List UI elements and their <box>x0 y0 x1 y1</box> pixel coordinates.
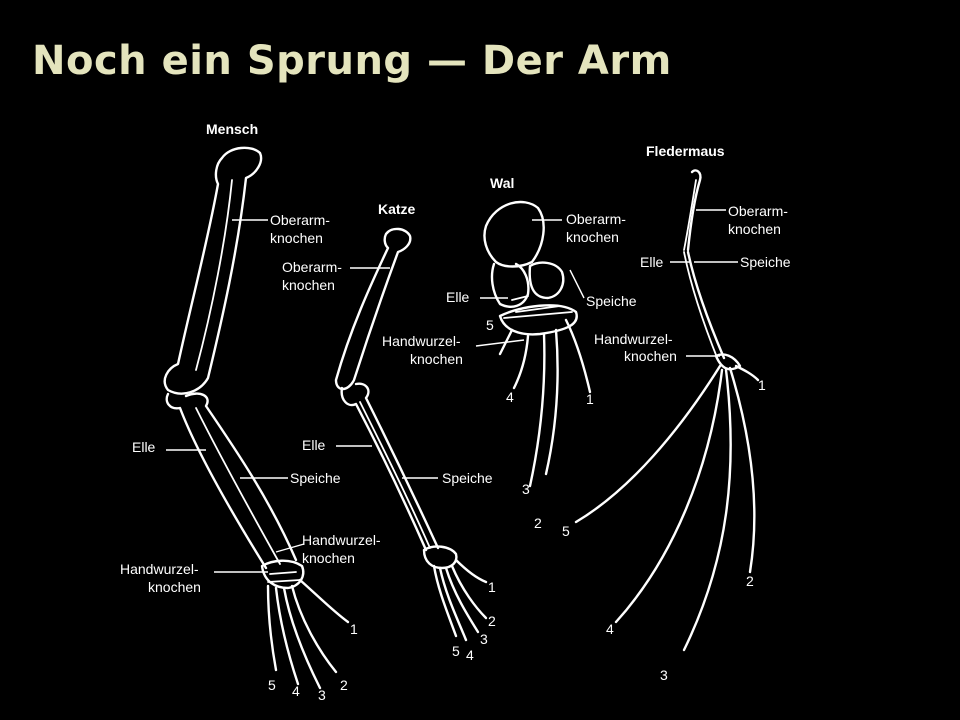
cat-arm: Katze Oberarm- knochen Elle Speiche 1 2 … <box>282 201 496 663</box>
bat-digit-3: 3 <box>660 667 668 683</box>
page-title: Noch ein Sprung — Der Arm <box>32 38 672 84</box>
human-label: Mensch <box>206 121 258 137</box>
cat-ulna-label: Elle <box>302 437 326 453</box>
human-skeleton <box>163 146 350 690</box>
whale-carpal-label-2: knochen <box>410 351 463 367</box>
cat-digit-5: 5 <box>452 643 460 659</box>
whale-carpal-label-1: Handwurzel- <box>382 333 461 349</box>
cat-radius-label: Speiche <box>442 470 493 486</box>
human-digit-2: 2 <box>340 677 348 693</box>
human-carpal-label-right-2: knochen <box>302 550 355 566</box>
whale-digit-1: 1 <box>586 391 594 407</box>
cat-label: Katze <box>378 201 416 217</box>
whale-label: Wal <box>490 175 514 191</box>
cat-humerus-label-2: knochen <box>282 277 335 293</box>
human-arm: Mensch Oberarm- knochen Elle Speiche Han… <box>120 121 381 703</box>
human-radius-label: Speiche <box>290 470 341 486</box>
cat-digit-2: 2 <box>488 613 496 629</box>
bat-humerus-label-2: knochen <box>728 221 781 237</box>
bat-humerus-label-1: Oberarm- <box>728 203 788 219</box>
bat-radius-label: Speiche <box>740 254 791 270</box>
bat-digit-2: 2 <box>746 573 754 589</box>
human-digit-1: 1 <box>350 621 358 637</box>
human-digit-5: 5 <box>268 677 276 693</box>
whale-flipper: Wal Oberarm- knochen Elle Speiche Handwu… <box>382 175 637 531</box>
human-humerus-label-1: Oberarm- <box>270 212 330 228</box>
whale-humerus-label-1: Oberarm- <box>566 211 626 227</box>
bat-label: Fledermaus <box>646 143 725 159</box>
cat-digit-4: 4 <box>466 647 474 663</box>
whale-radius-label: Speiche <box>586 293 637 309</box>
cat-skeleton <box>334 227 488 642</box>
human-carpal-label-right-1: Handwurzel- <box>302 532 381 548</box>
cat-humerus-label-1: Oberarm- <box>282 259 342 275</box>
human-humerus-label-2: knochen <box>270 230 323 246</box>
whale-ulna-label: Elle <box>446 289 470 305</box>
human-carpal-label-left-1: Handwurzel- <box>120 561 199 577</box>
whale-digit-4: 4 <box>506 389 514 405</box>
whale-digit-5: 5 <box>486 317 494 333</box>
human-carpal-label-left-2: knochen <box>148 579 201 595</box>
human-digit-4: 4 <box>292 683 300 699</box>
human-ulna-label: Elle <box>132 439 156 455</box>
human-digit-3: 3 <box>318 687 326 703</box>
bat-ulna-label: Elle <box>640 254 664 270</box>
bat-wing: Fledermaus Oberarm- knochen Elle Speiche… <box>562 143 791 683</box>
bat-carpal-label-2: knochen <box>624 348 677 364</box>
bat-digit-4: 4 <box>606 621 614 637</box>
whale-humerus-label-2: knochen <box>566 229 619 245</box>
whale-digit-3: 3 <box>522 481 530 497</box>
bat-digit-1: 1 <box>758 377 766 393</box>
whale-skeleton <box>483 200 592 488</box>
bat-carpal-label-1: Handwurzel- <box>594 331 673 347</box>
cat-digit-3: 3 <box>480 631 488 647</box>
bat-skeleton <box>574 169 760 652</box>
cat-digit-1: 1 <box>488 579 496 595</box>
whale-digit-2: 2 <box>534 515 542 531</box>
bat-digit-5: 5 <box>562 523 570 539</box>
